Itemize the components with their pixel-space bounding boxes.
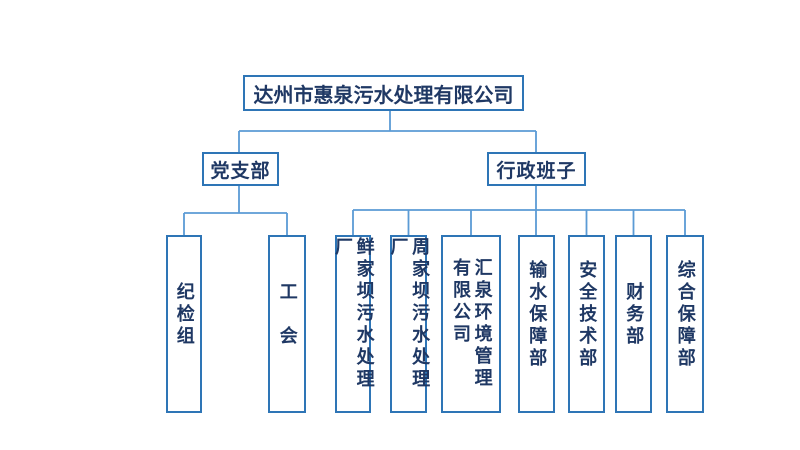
org-node-label: 工 会 — [277, 282, 298, 348]
org-node-admin-team: 行政班子 — [487, 152, 586, 186]
org-node-zhoujiaba-sewage-plant: 周家坝污水处理厂 — [388, 235, 431, 413]
org-node-admin-team-label: 行政班子 — [496, 160, 577, 182]
org-node-party-branch-label: 党支部 — [210, 160, 271, 182]
org-node-general-support-dept: 综合保障部 — [666, 235, 704, 413]
org-node-label: 汇泉环境管理 有限公司 — [451, 258, 493, 390]
org-node-xianjiaba-sewage-plant: 鲜家坝污水处理厂 — [333, 235, 375, 413]
org-node-label: 输水保障部 — [527, 260, 548, 370]
org-node-huiquan-environment-company: 汇泉环境管理 有限公司 — [441, 235, 501, 413]
org-node-company: 达州市惠泉污水处理有限公司 — [243, 75, 524, 111]
org-node-company-label: 达州市惠泉污水处理有限公司 — [253, 84, 514, 107]
org-node-discipline-inspection-group: 纪检组 — [166, 235, 202, 413]
org-node-water-delivery-support-dept: 输水保障部 — [518, 235, 555, 413]
org-node-party-branch: 党支部 — [202, 152, 279, 186]
org-node-label: 综合保障部 — [675, 260, 696, 370]
org-node-label: 鲜家坝污水处理厂 — [333, 237, 375, 391]
org-node-finance-dept: 财务部 — [615, 235, 652, 413]
org-node-label: 周家坝污水处理厂 — [388, 237, 431, 391]
org-node-label: 财务部 — [624, 282, 645, 348]
org-node-label: 纪检组 — [174, 282, 195, 348]
org-node-safety-technology-dept: 安全技术部 — [568, 235, 605, 413]
org-node-label: 安全技术部 — [577, 260, 598, 370]
org-node-labor-union: 工 会 — [268, 235, 306, 413]
